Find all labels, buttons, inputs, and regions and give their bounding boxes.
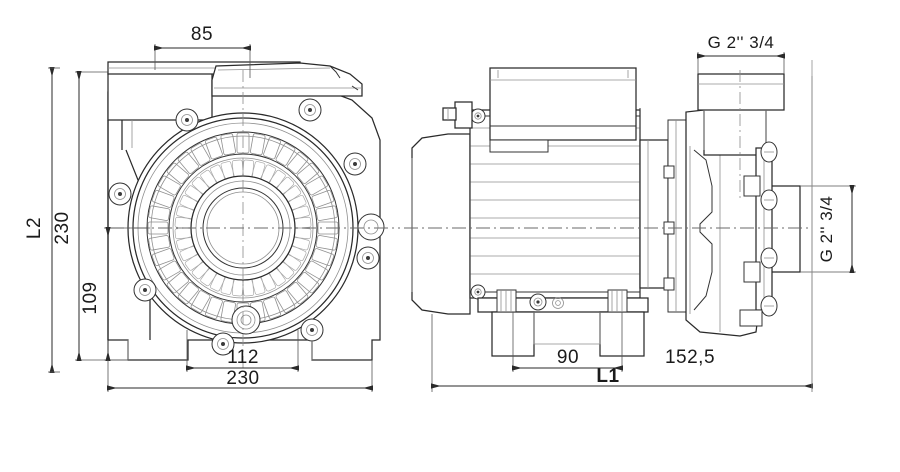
dimension-230-height: 230 (52, 71, 128, 361)
pump-front-view (107, 61, 385, 370)
dimension-85-label: 85 (191, 24, 213, 45)
dimension-152-5-label: 152,5 (665, 347, 715, 368)
dimension-112: 112 (186, 330, 299, 372)
front-drain-boss (231, 305, 261, 335)
dimension-109-label: 109 (80, 281, 101, 314)
front-mounting-feet (127, 340, 313, 360)
dimension-152-5: 152,5 (665, 347, 715, 368)
dimension-suction-thread: G 2'' 3/4 (697, 33, 785, 74)
dimension-230-width-label: 230 (226, 368, 259, 389)
pump-adapter (639, 119, 687, 313)
foot-bolt-right (607, 289, 628, 313)
dimension-discharge-thread-label: G 2'' 3/4 (817, 196, 836, 263)
dimension-230-height-label: 230 (52, 211, 73, 244)
cable-gland (442, 101, 473, 129)
dimension-L2: L2 (24, 67, 60, 373)
dimension-230-width: 230 (107, 360, 373, 392)
dimension-L2-label: L2 (24, 217, 45, 239)
dimension-90: 90 (512, 312, 623, 372)
suction-port (697, 70, 785, 200)
foot-bolt-left (496, 289, 517, 313)
dimension-112-label: 112 (227, 347, 259, 368)
dimension-suction-thread-label: G 2'' 3/4 (708, 33, 775, 52)
dimension-L1-label: L1 (596, 366, 619, 387)
cowl-vent-slots-outer (147, 132, 339, 324)
terminal-box (489, 67, 637, 153)
rear-fan-cover (411, 133, 471, 315)
dimension-85: 85 (154, 24, 251, 78)
cowl-bolt-bosses (108, 98, 385, 356)
front-top-cover (211, 62, 363, 97)
discharge-port (739, 141, 801, 327)
dimension-90-label: 90 (557, 347, 579, 368)
dimension-discharge-thread: G 2'' 3/4 (800, 185, 856, 273)
pump-side-view (404, 67, 812, 357)
